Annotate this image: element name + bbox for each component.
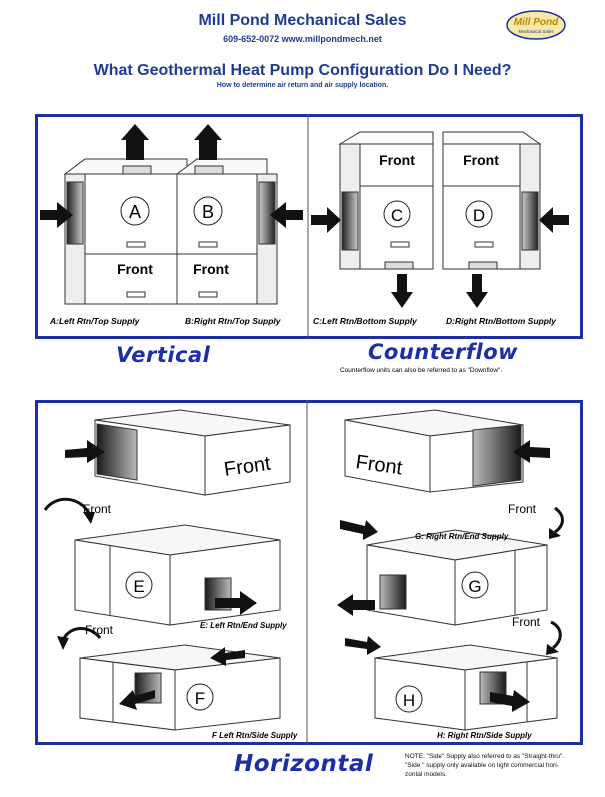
unit-c-caption: C:Left Rtn/Bottom Supply	[313, 316, 418, 326]
arrow-up-icon	[121, 124, 149, 160]
vertical-counterflow-panel	[35, 114, 583, 339]
note-line: "Side " supply only available on light c…	[405, 762, 559, 769]
curved-arrow-icon	[550, 620, 562, 650]
unit-d-front-label: Front	[463, 152, 499, 168]
company-logo: Mill Pond Mechanical Sales	[506, 10, 566, 40]
arrow-left-icon	[337, 594, 375, 616]
unit-g: G	[337, 520, 548, 626]
arrow-right-icon	[311, 207, 341, 233]
unit-f-caption: F Left Rtn/Side Supply	[212, 731, 298, 740]
vertical-counterflow-diagram: A Front A:Left Rtn/Top Supply B Front B:…	[40, 114, 569, 339]
arrow-right-icon	[215, 591, 257, 615]
note-line: zontal models.	[405, 771, 447, 778]
note-block: NOTE: "Side" Supply also referred to as …	[405, 752, 601, 779]
unit-h-caption: H: Right Rtn/Side Supply	[437, 731, 532, 740]
arrow-left-icon	[539, 207, 569, 233]
company-name: Mill Pond Mechanical Sales	[198, 12, 407, 29]
arrow-left-icon	[119, 690, 155, 710]
unit-a-caption: A:Left Rtn/Top Supply	[49, 316, 141, 326]
arrow-right-icon	[65, 440, 105, 463]
unit-a-letter: A	[129, 202, 141, 222]
unit-e-letter: E	[133, 577, 144, 596]
contact-line: 609-652-0072 www.millpondmech.net	[223, 34, 382, 44]
arrow-right-icon	[40, 202, 73, 228]
horizontal-unit-left: Front	[65, 409, 291, 496]
arrow-down-icon	[391, 274, 413, 308]
unit-a-front-label: Front	[117, 261, 153, 277]
unit-b-front-label: Front	[193, 261, 229, 277]
horizontal-panel	[35, 400, 583, 745]
arrow-left-icon	[513, 440, 550, 463]
front-label-h: Front	[512, 615, 541, 629]
unit-c-front-label: Front	[379, 152, 415, 168]
arrow-right-icon	[345, 636, 381, 655]
unit-b: B Front	[175, 124, 303, 305]
unit-g-letter: G	[468, 577, 481, 596]
unit-d-caption: D:Right Rtn/Bottom Supply	[446, 316, 557, 326]
unit-e: E	[74, 524, 281, 626]
horizontal-heading: Horizontal	[234, 751, 374, 777]
front-label-e: Front	[83, 502, 112, 516]
unit-d-letter: D	[473, 206, 485, 225]
unit-d: D Front	[442, 131, 569, 308]
curved-arrow-icon	[61, 627, 102, 641]
note-line: NOTE: "Side" Supply also referred to as …	[405, 753, 565, 760]
arrow-left-icon	[210, 647, 245, 666]
unit-g-caption: G: Right Rtn/End Supply	[415, 532, 509, 541]
horizontal-diagram: Front Front Front Front E E: Left Rtn/En…	[43, 400, 564, 745]
unit-c: C Front	[311, 131, 434, 308]
unit-h: H	[345, 636, 558, 731]
unit-f-letter: F	[195, 689, 205, 708]
arrow-up-icon	[194, 124, 222, 160]
page-subtitle: How to determine air return and air supp…	[216, 82, 389, 89]
logo-subtext: Mechanical Sales	[518, 29, 554, 34]
arrow-left-icon	[270, 202, 303, 228]
front-label-f: Front	[85, 623, 114, 637]
arrow-right-icon	[490, 690, 530, 712]
horizontal-unit-right: Front	[344, 409, 550, 493]
arrow-down-icon	[466, 274, 488, 308]
counterflow-note: Counterflow units can also be referred t…	[340, 367, 503, 374]
unit-b-caption: B:Right Rtn/Top Supply	[185, 316, 282, 326]
curved-arrow-icon	[43, 497, 92, 516]
arrow-right-icon	[340, 520, 378, 540]
unit-b-letter: B	[202, 202, 214, 222]
logo-text: Mill Pond	[514, 17, 559, 28]
unit-a: A Front	[40, 124, 188, 305]
page-question: What Geothermal Heat Pump Configuration …	[93, 62, 512, 79]
curved-arrow-icon	[554, 506, 564, 534]
counterflow-heading: Counterflow	[368, 340, 519, 364]
unit-e-caption: E: Left Rtn/End Supply	[200, 621, 287, 630]
front-label-g: Front	[508, 502, 537, 516]
unit-f: F	[79, 644, 281, 731]
unit-h-letter: H	[403, 691, 415, 710]
vertical-heading: Vertical	[116, 343, 211, 367]
unit-c-letter: C	[391, 206, 403, 225]
